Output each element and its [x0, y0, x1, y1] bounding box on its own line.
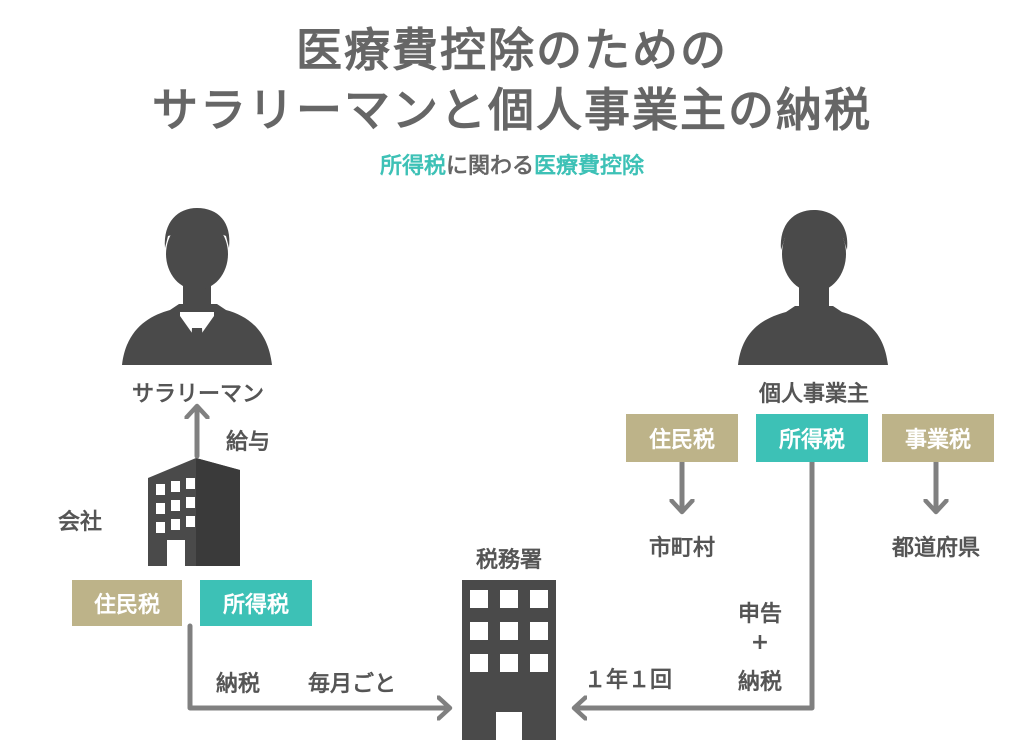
- company-resident-tax-box: 住民税: [72, 580, 182, 626]
- company-tax-arrow: [187, 623, 448, 708]
- company-frequency-label: 毎月ごと: [308, 672, 397, 697]
- page-subtitle: 所得税に関わる医療費控除: [0, 148, 1024, 180]
- self-income-tax-box: 所得税: [756, 414, 868, 462]
- subtitle-income-tax: 所得税: [379, 154, 446, 179]
- company-payment-label: 納税: [216, 672, 261, 697]
- person-silhouette-icon: [738, 210, 888, 365]
- page-title-line1: 医療費控除のための: [296, 23, 728, 77]
- businessman-silhouette-icon: [122, 208, 272, 365]
- tax-office-label: 税務署: [475, 548, 542, 573]
- salaryman-label: サラリーマン: [131, 382, 264, 407]
- subtitle-medical-deduction: 医療費控除: [534, 154, 645, 179]
- municipality-label: 市町村: [648, 536, 715, 561]
- salary-label: 給与: [226, 430, 271, 455]
- plus-label: +: [750, 630, 770, 655]
- prefecture-label: 都道府県: [891, 536, 980, 561]
- self-frequency-label: １年１回: [584, 668, 673, 693]
- self-employed-tax-arrow: [576, 459, 815, 708]
- tax-office-building-icon: [462, 580, 556, 740]
- filing-label: 申告: [737, 602, 782, 627]
- self-resident-tax-box: 住民税: [626, 414, 738, 462]
- office-building-icon: [148, 458, 240, 566]
- self-payment-label: 納税: [737, 670, 782, 695]
- company-income-tax-box: 所得税: [200, 580, 312, 626]
- page-title-line2: サラリーマンと個人事業主の納税: [152, 83, 872, 137]
- self-business-tax-box: 事業税: [882, 414, 994, 462]
- subtitle-connector: に関わる: [445, 154, 534, 179]
- self-employed-label: 個人事業主: [758, 382, 869, 407]
- company-label: 会社: [58, 510, 103, 535]
